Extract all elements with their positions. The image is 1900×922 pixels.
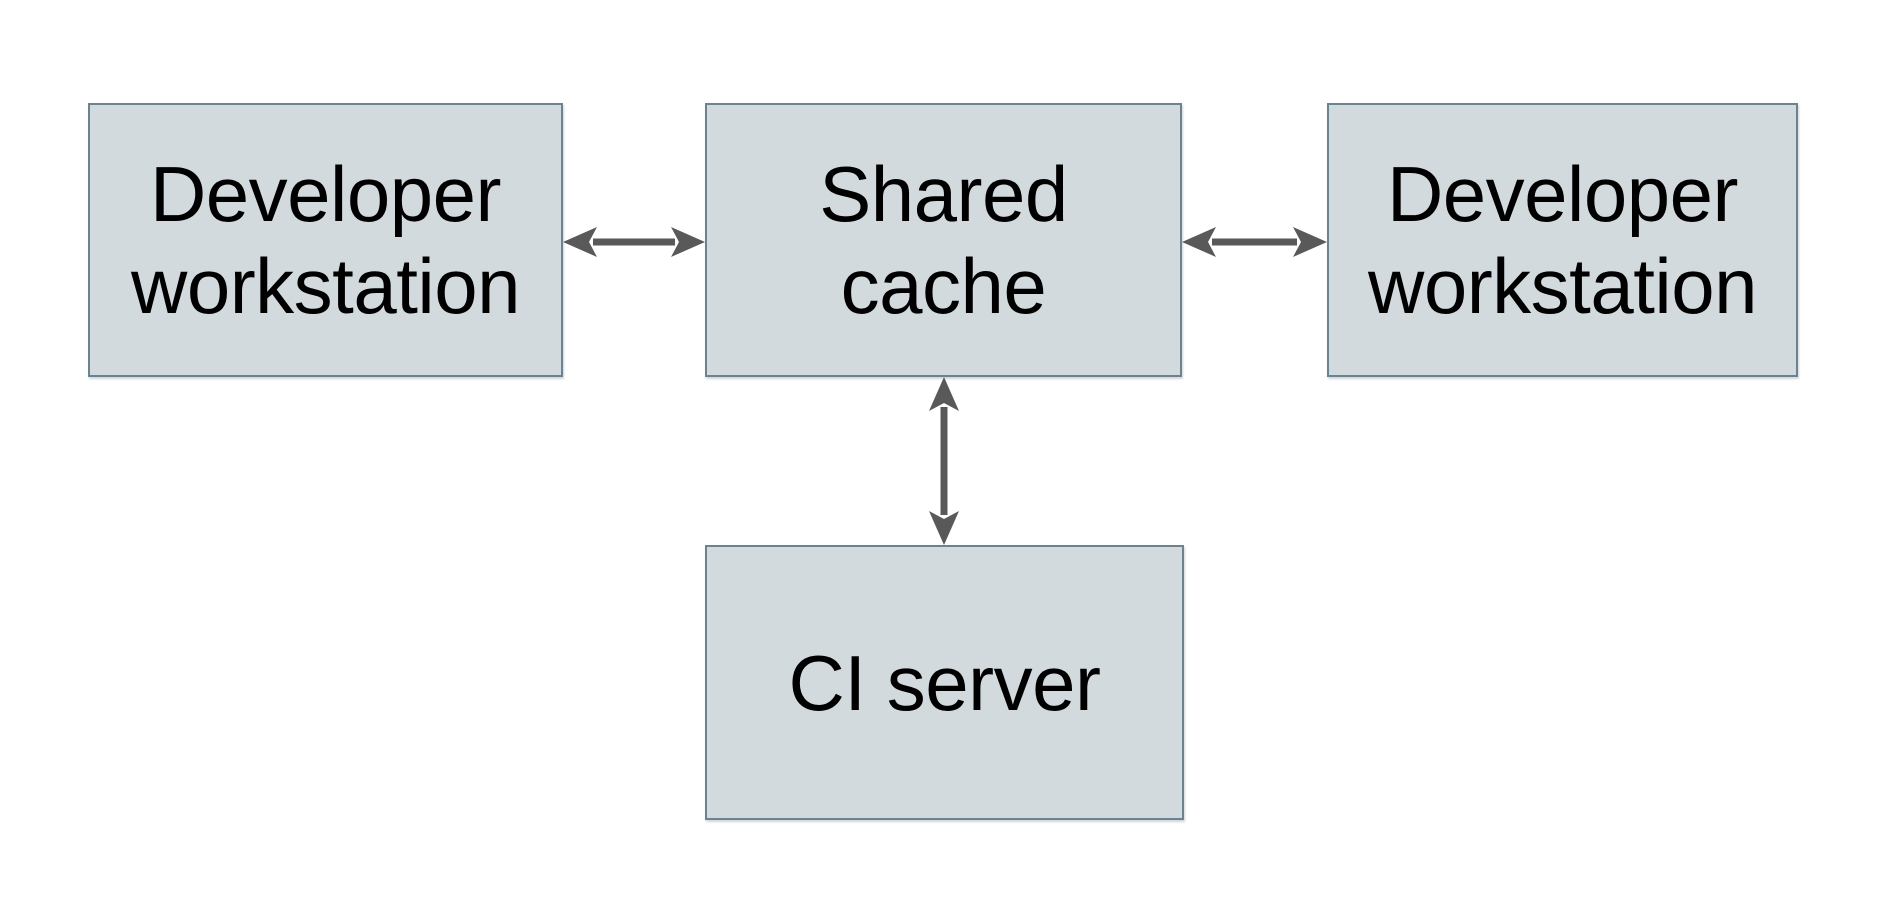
node-shared-cache-label: Shared cache: [819, 150, 1068, 330]
node-developer-workstation-left-label: Developer workstation: [131, 150, 521, 330]
node-developer-workstation-right-label: Developer workstation: [1368, 150, 1758, 330]
bidirectional-arrow-shared-cache-to-workstation-right: [1182, 227, 1327, 257]
node-ci-server-label: CI server: [788, 638, 1101, 727]
node-ci-server: CI server: [705, 545, 1184, 820]
node-shared-cache: Shared cache: [705, 103, 1182, 377]
bidirectional-arrow-workstation-left-to-shared-cache: [563, 227, 705, 257]
node-developer-workstation-left: Developer workstation: [88, 103, 563, 377]
node-developer-workstation-right: Developer workstation: [1327, 103, 1798, 377]
bidirectional-arrow-shared-cache-to-ci-server: [929, 377, 959, 545]
